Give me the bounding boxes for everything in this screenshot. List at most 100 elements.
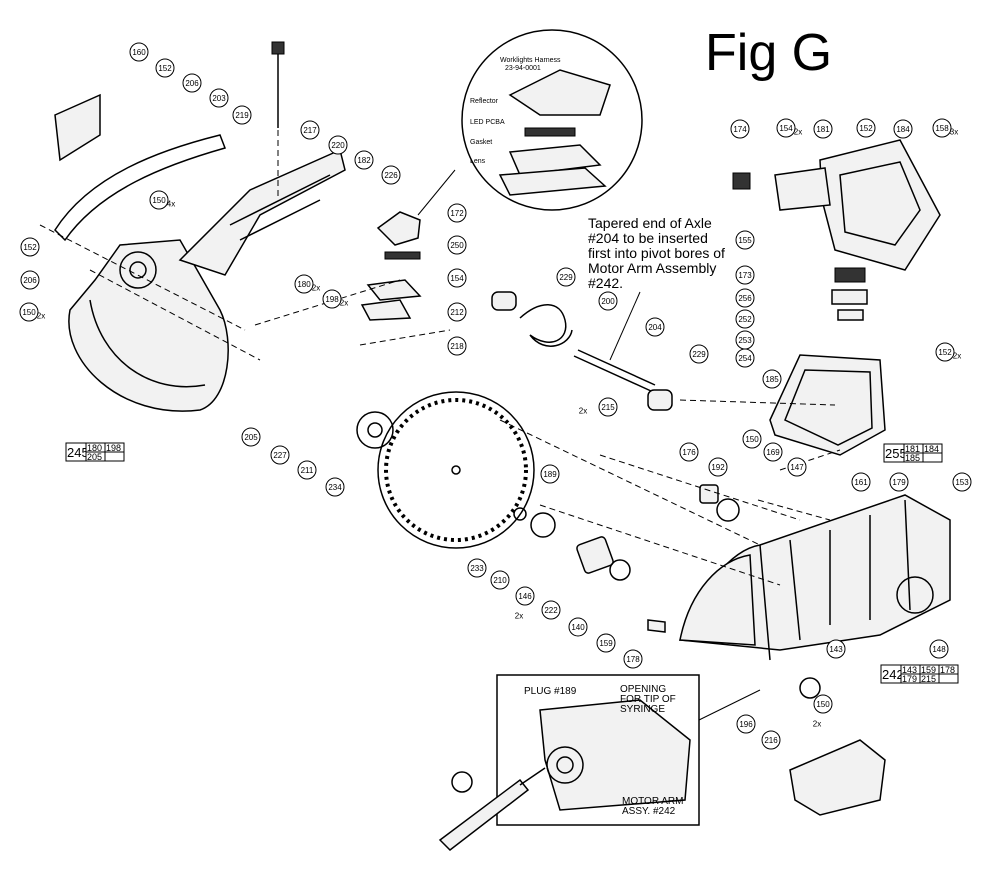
callout-172: 172 (447, 203, 467, 223)
callout-234: 234 (325, 477, 345, 497)
callout-circle (763, 442, 783, 462)
callout-number: 250 (450, 241, 464, 250)
plug-189-label: PLUG #189 (524, 686, 577, 697)
callout-circle (129, 42, 149, 62)
callout-number: 211 (301, 466, 314, 475)
callout-211: 211 (297, 460, 317, 480)
callout-number: 155 (738, 236, 752, 245)
callout-circle (447, 336, 467, 356)
callout-circle (813, 694, 833, 714)
callout-number: 169 (766, 448, 780, 457)
callout-circle (556, 267, 576, 287)
callout-number: 154 (450, 274, 464, 283)
callout-circle (735, 265, 755, 285)
callout-circle (856, 118, 876, 138)
callout-number: 185 (765, 375, 779, 384)
callout-159: 159 (596, 633, 616, 653)
inset-harness-label: Worklights Harness (500, 57, 561, 64)
callout-number: 172 (450, 209, 464, 218)
callout-number: 189 (543, 470, 557, 479)
callout-number: 179 (892, 478, 906, 487)
kit-part-number: 205 (87, 452, 102, 462)
callout-212: 212 (447, 302, 467, 322)
callout-multiplier: 2x (340, 299, 348, 308)
callout-number: 140 (571, 623, 585, 632)
callout-173: 173 (735, 265, 755, 285)
callout-number: 150 (22, 308, 36, 317)
opening-label-line: OPENING (620, 684, 666, 695)
callout-number: 226 (384, 171, 398, 180)
callout-number: 252 (738, 315, 752, 324)
callout-multiplier: 3x (950, 128, 958, 137)
callout-181: 181 (813, 119, 833, 139)
axle-note-line: #204 to be inserted (588, 230, 708, 246)
callout-205: 205 (241, 427, 261, 447)
callout-circle (645, 317, 665, 337)
callout-216: 216 (761, 730, 781, 750)
callout-number: 143 (829, 645, 843, 654)
kit-part-number: 180 (87, 443, 102, 453)
callout-circle (826, 639, 846, 659)
inset-harness-number: 23-94-0001 (505, 65, 541, 72)
callout-number: 253 (738, 336, 752, 345)
callout-circle (787, 457, 807, 477)
callout-161: 161 (851, 472, 871, 492)
callout-179: 179 (889, 472, 909, 492)
motor-arm-label: MOTOR ARM ASSY. #242 (622, 796, 686, 817)
callout-circle (381, 165, 401, 185)
callout-number: 176 (682, 448, 696, 457)
callout-circle (935, 342, 955, 362)
callout-number: 233 (470, 564, 484, 573)
kit-part-number: 179 (902, 674, 917, 684)
callout-number: 150 (816, 700, 830, 709)
callout-189: 189 (540, 464, 560, 484)
callout-152: 152 (20, 237, 40, 257)
callout-number: 210 (493, 576, 507, 585)
callout-174: 174 (730, 119, 750, 139)
callout-circle (932, 118, 952, 138)
callout-229: 229 (556, 267, 576, 287)
callout-250: 250 (447, 235, 467, 255)
lower-parts-drawing (513, 484, 886, 816)
callout-number: 219 (235, 111, 249, 120)
callout-multiplier: 4x (167, 200, 175, 209)
callout-circle (598, 291, 618, 311)
kit-part-cell (104, 451, 125, 462)
callout-number: 184 (896, 125, 910, 134)
worklight-inset: Worklights Harness 23-94-0001 Reflector … (461, 29, 643, 211)
callout-circle (851, 472, 871, 492)
callout-number: 159 (599, 639, 613, 648)
opening-label-line: FOR TIP OF (620, 694, 676, 705)
callout-number: 229 (692, 350, 706, 359)
callout-217: 217 (300, 120, 320, 140)
callout-254: 254 (735, 348, 755, 368)
callout-circle (568, 617, 588, 637)
callout-number: 205 (244, 433, 258, 442)
callout-circle (689, 344, 709, 364)
kit-id: 255 (885, 446, 907, 461)
callout-number: 158 (935, 124, 949, 133)
callout-number: 150 (152, 196, 166, 205)
callout-circle (447, 268, 467, 288)
callout-number: 152 (158, 64, 172, 73)
callout-252: 252 (735, 309, 755, 329)
inset-gasket-label: Gasket (470, 139, 492, 146)
callout-178: 178 (623, 649, 643, 669)
callout-circle (447, 203, 467, 223)
callout-circle (776, 118, 796, 138)
inset-reflector-label: Reflector (470, 98, 499, 105)
callout-number: 218 (450, 342, 464, 351)
axle-note-line: #242. (588, 275, 623, 291)
callout-169: 169 (763, 442, 783, 462)
kit-part-number: 181 (905, 444, 920, 454)
callout-203: 203 (209, 88, 229, 108)
callout-circle (762, 369, 782, 389)
callout-number: 181 (816, 125, 830, 134)
